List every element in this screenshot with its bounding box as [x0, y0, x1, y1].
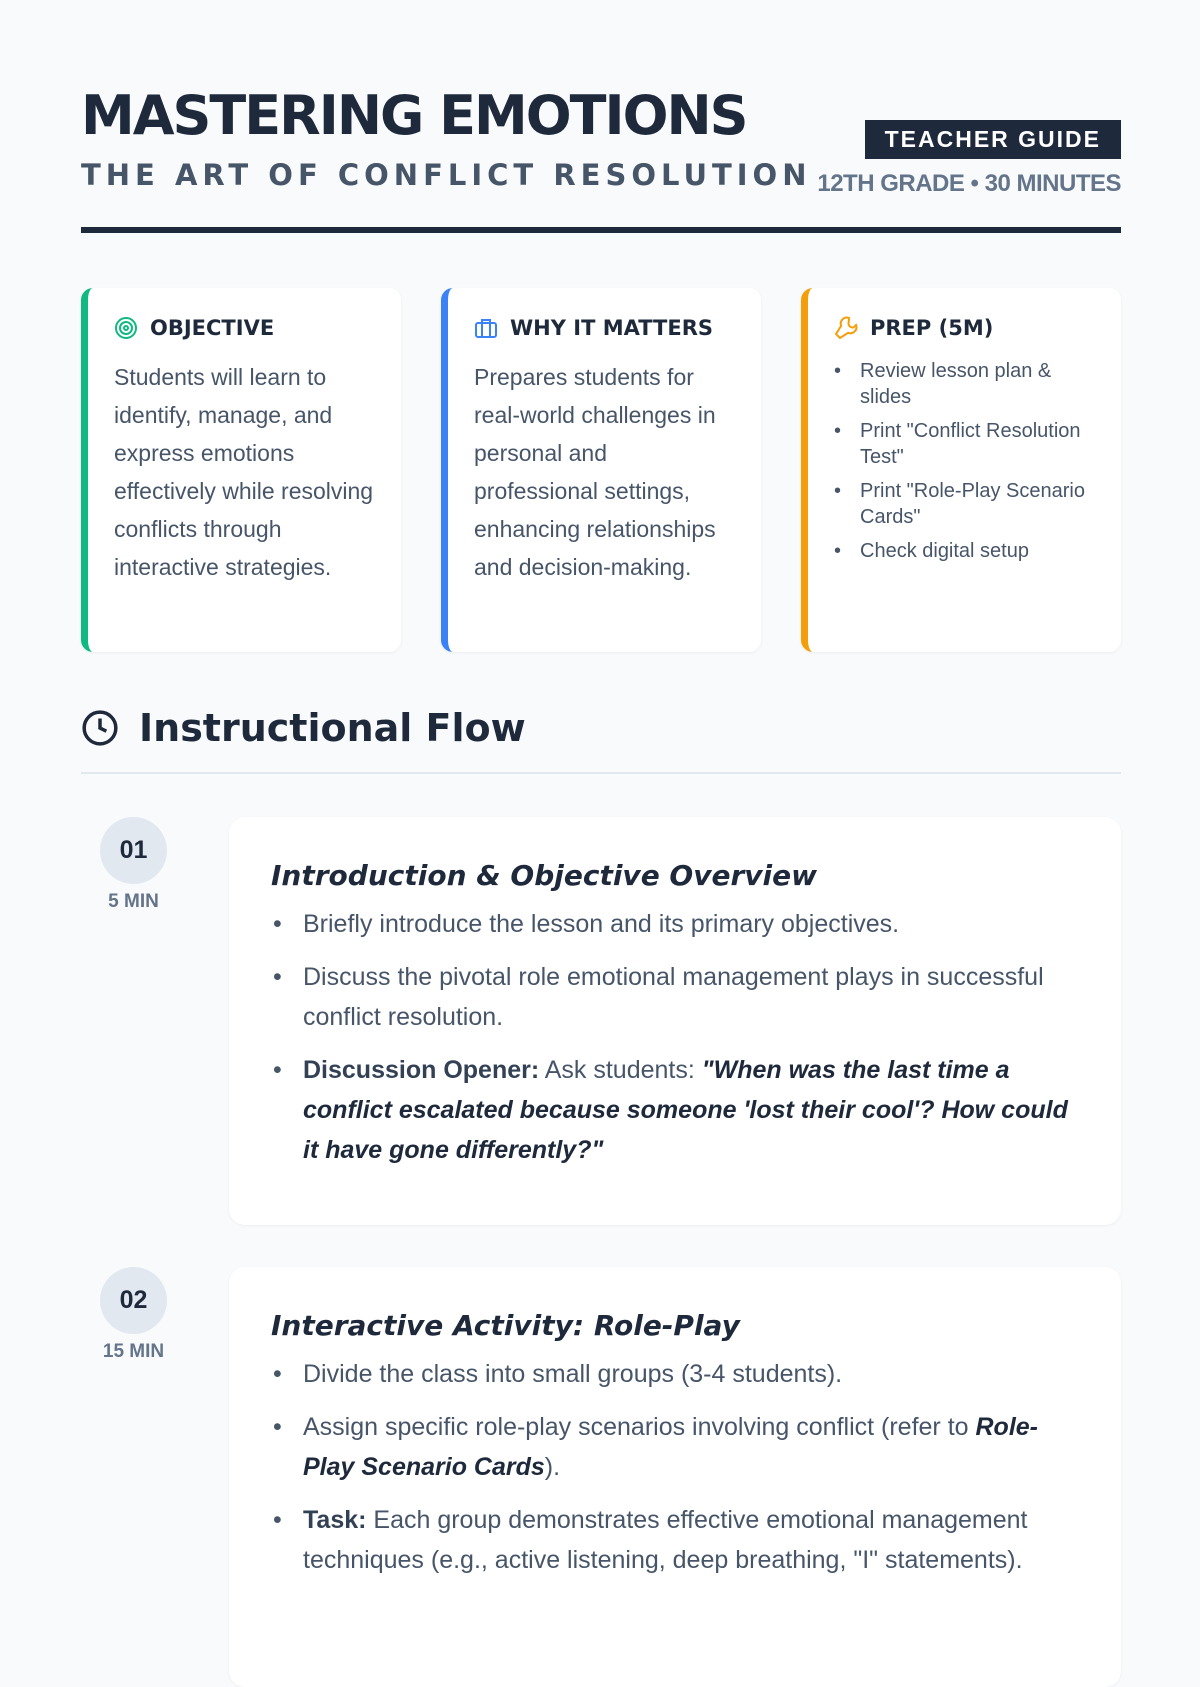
step-duration: 15 MIN — [102, 1341, 165, 1362]
step-duration: 5 MIN — [108, 891, 159, 912]
step-number: 02 — [100, 1267, 167, 1334]
card-text: Students will learn to identify, manage,… — [114, 364, 374, 580]
bullet-text: Each group demonstrates effective emotio… — [303, 1506, 1028, 1574]
step-bullet: Discussion Opener: Ask students: "When w… — [271, 1050, 1079, 1170]
prep-item: Print "Conflict Resolution Test" — [834, 418, 1095, 470]
step-bullet: Briefly introduce the lesson and its pri… — [271, 904, 1079, 944]
step-bullet: Divide the class into small groups (3-4 … — [271, 1354, 1079, 1394]
briefcase-icon — [475, 319, 497, 338]
why-it-matters-card: WHY IT MATTERS Prepares students for rea… — [441, 288, 761, 652]
step-card: Introduction & Objective Overview Briefl… — [229, 817, 1121, 1225]
prep-item: Check digital setup — [834, 538, 1095, 564]
step-card: Interactive Activity: Role-Play Divide t… — [229, 1267, 1121, 1687]
page-subtitle: THE ART OF CONFLICT RESOLUTION — [81, 158, 812, 192]
bullet-label: Discussion Opener: — [303, 1056, 540, 1084]
card-title: WHY IT MATTERS — [510, 316, 713, 340]
objective-card: OBJECTIVE Students will learn to identif… — [81, 288, 401, 652]
prep-item: Print "Role-Play Scenario Cards" — [834, 478, 1095, 530]
section-divider — [81, 772, 1121, 774]
target-icon — [115, 317, 137, 339]
bullet-text: Ask students: — [539, 1056, 702, 1084]
clock-icon — [82, 710, 118, 746]
page-title: MASTERING EMOTIONS — [81, 84, 749, 147]
step-bullet: Task: Each group demonstrates effective … — [271, 1500, 1079, 1580]
prep-item: Review lesson plan & slides — [834, 358, 1095, 410]
step-number: 01 — [100, 817, 167, 884]
scenario-cards-reference: Role-Play Scenario Cards — [303, 1413, 1038, 1481]
bullet-label: Task: — [303, 1506, 367, 1534]
card-title: OBJECTIVE — [150, 316, 275, 340]
card-text: Prepares students for real-world challen… — [474, 364, 716, 580]
bullet-text: ). — [544, 1453, 561, 1481]
header-divider — [81, 227, 1121, 233]
discussion-quote: "When was the last time a conflict escal… — [303, 1056, 1068, 1164]
step-title: Interactive Activity: Role-Play — [271, 1309, 740, 1342]
grade-duration: 12TH GRADE • 30 MINUTES — [817, 170, 1121, 197]
teacher-guide-badge: TEACHER GUIDE — [864, 120, 1121, 159]
prep-card: PREP (5M) Review lesson plan & slides Pr… — [801, 288, 1121, 652]
step-bullet: Discuss the pivotal role emotional manag… — [271, 957, 1079, 1037]
step-title: Introduction & Objective Overview — [271, 859, 817, 892]
card-title: PREP (5M) — [870, 316, 994, 340]
section-heading: Instructional Flow — [81, 706, 526, 750]
section-title: Instructional Flow — [139, 706, 526, 750]
step-bullet: Assign specific role-play scenarios invo… — [271, 1407, 1079, 1487]
bullet-text: Assign specific role-play scenarios invo… — [303, 1413, 976, 1441]
wrench-icon — [834, 316, 858, 340]
